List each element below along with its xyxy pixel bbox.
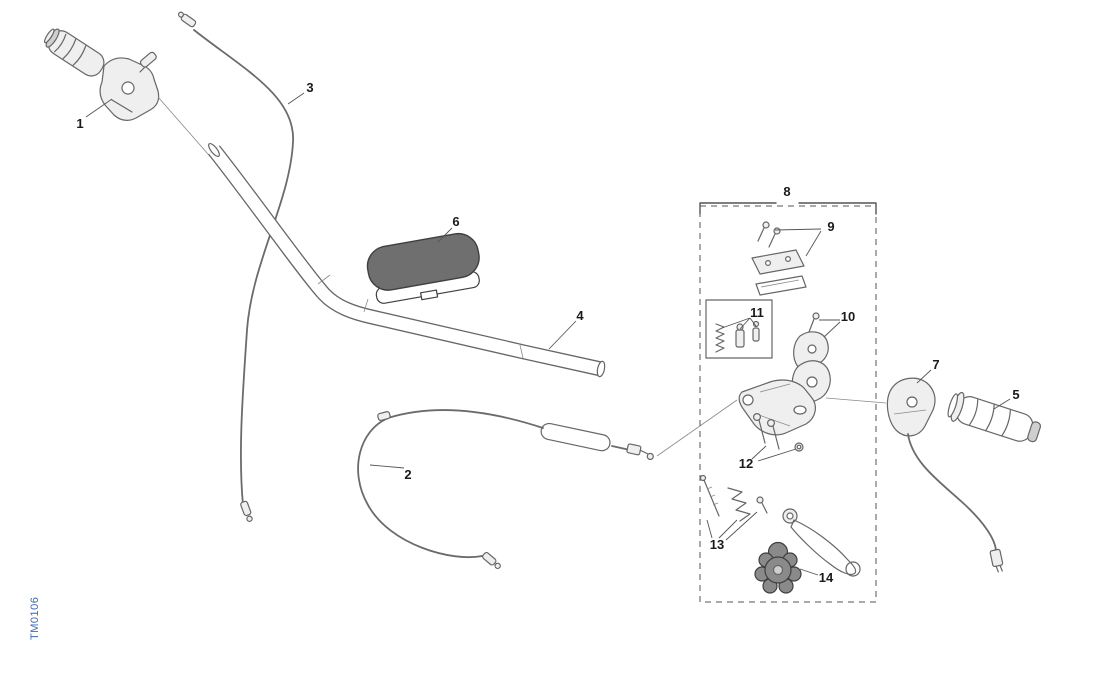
- clamp-bolt-head: [812, 312, 820, 320]
- cable-adjuster-barrel: [139, 51, 157, 68]
- alignment-line-cable-cylinder: [656, 399, 738, 457]
- part-label-8: 8: [783, 184, 790, 199]
- throttle-grip-assembly: [43, 28, 251, 203]
- clamp-half-hole: [806, 376, 818, 388]
- cable-lower-fitting: [482, 552, 501, 570]
- bolt1-head: [752, 413, 761, 422]
- part-label-9: 9: [827, 219, 834, 234]
- cable-top-fitting: [177, 11, 197, 28]
- lever-pivot-parts: [699, 474, 768, 522]
- grip-end-cap: [1027, 421, 1042, 443]
- grip-ribs: [969, 399, 1011, 437]
- reservoir-cap: [751, 249, 805, 275]
- handlebar-tube-fill: [209, 146, 603, 376]
- piston-fitting: [735, 323, 745, 348]
- left-grip: [43, 28, 105, 77]
- master-cylinder: [738, 360, 887, 436]
- pivot-spring: [727, 487, 751, 522]
- lever-blade: [790, 519, 857, 576]
- part-label-11: 11: [750, 305, 764, 320]
- small-parts-box: [705, 299, 773, 359]
- clamp-hole: [807, 344, 817, 354]
- parts-box-8: [699, 202, 877, 603]
- handlebar-bend-marks: [317, 274, 524, 359]
- part-label-5: 5: [1012, 387, 1019, 402]
- switch-housing-group: [886, 377, 1004, 573]
- grip-body: [955, 396, 1034, 442]
- cable-adjuster: [626, 443, 654, 461]
- pad-body: [366, 232, 480, 291]
- part-labels: 1 2 3 4 5 6 7 8 9 10 11 12 13 14: [76, 80, 1019, 585]
- throttle-cable: [177, 11, 294, 522]
- cable-outlet: [742, 394, 754, 406]
- long-screw-head: [699, 474, 707, 482]
- part-label-6: 6: [452, 214, 459, 229]
- cylinder-body: [738, 379, 816, 436]
- handlebar-left-end: [208, 142, 220, 158]
- throttle-cable-run: [193, 29, 294, 506]
- adjuster-knob: [754, 541, 802, 594]
- cap-gasket: [755, 275, 807, 296]
- part-label-2: 2: [404, 467, 411, 482]
- dashed-box: [699, 205, 877, 603]
- screw-threads: [706, 486, 719, 506]
- lever-ball-end: [845, 561, 861, 577]
- part-label-4: 4: [576, 308, 584, 323]
- switch-wire: [907, 433, 997, 553]
- part-label-10: 10: [841, 309, 855, 324]
- bolt1-shaft: [758, 419, 766, 444]
- clutch-cable-loop: [357, 417, 483, 558]
- cap-hole-left: [764, 260, 771, 267]
- handlebar-pad: [366, 232, 480, 304]
- part-label-3: 3: [306, 80, 313, 95]
- spring-small: [715, 323, 725, 353]
- reservoir-cap-group: [751, 221, 807, 296]
- cap-screws: [757, 221, 781, 248]
- long-screw-shaft: [703, 479, 720, 517]
- cap-hole-right: [784, 256, 791, 263]
- grip-flange-inner: [947, 393, 959, 418]
- handlebar-right-end: [596, 360, 606, 378]
- gasket-inner-line: [760, 279, 800, 288]
- switch-detail-hole: [906, 396, 918, 408]
- pad-notch: [420, 289, 439, 301]
- leader-lines: [85, 92, 1011, 576]
- bleed-fitting: [752, 320, 760, 342]
- part-label-1: 1: [76, 116, 83, 131]
- part-label-12: 12: [739, 456, 753, 471]
- throttle-housing-bore: [121, 81, 135, 95]
- diagram-code: TM0106: [29, 597, 41, 640]
- clutch-lever-group: [754, 508, 861, 594]
- right-grip: [947, 391, 1042, 443]
- cable-bottom-fitting: [240, 500, 253, 522]
- clutch-cable-upper-run: [387, 409, 544, 429]
- cable-rubber-sleeve: [540, 422, 611, 452]
- lever-bore: [793, 405, 807, 415]
- mount-bolts: [752, 413, 804, 452]
- switch-split-line: [893, 409, 927, 415]
- handlebar: [208, 142, 606, 378]
- lever-pivot-hole: [786, 512, 794, 520]
- cap-nut-center: [796, 444, 802, 450]
- clamp-bolt-shaft: [808, 318, 815, 333]
- box-bracket: [699, 202, 877, 215]
- wire-connector: [989, 548, 1004, 573]
- pivot-bolt-shaft: [761, 502, 768, 514]
- part-label-13: 13: [710, 537, 724, 552]
- bolt2-head: [766, 419, 775, 428]
- clutch-cable: [357, 399, 738, 570]
- part-label-14: 14: [819, 570, 834, 585]
- alignment-line-cylinder-switch: [825, 397, 887, 404]
- bolt2-shaft: [772, 425, 780, 450]
- cable-upper-fitting: [377, 411, 391, 422]
- pivot-bolt-head: [756, 496, 764, 504]
- part-label-7: 7: [932, 357, 939, 372]
